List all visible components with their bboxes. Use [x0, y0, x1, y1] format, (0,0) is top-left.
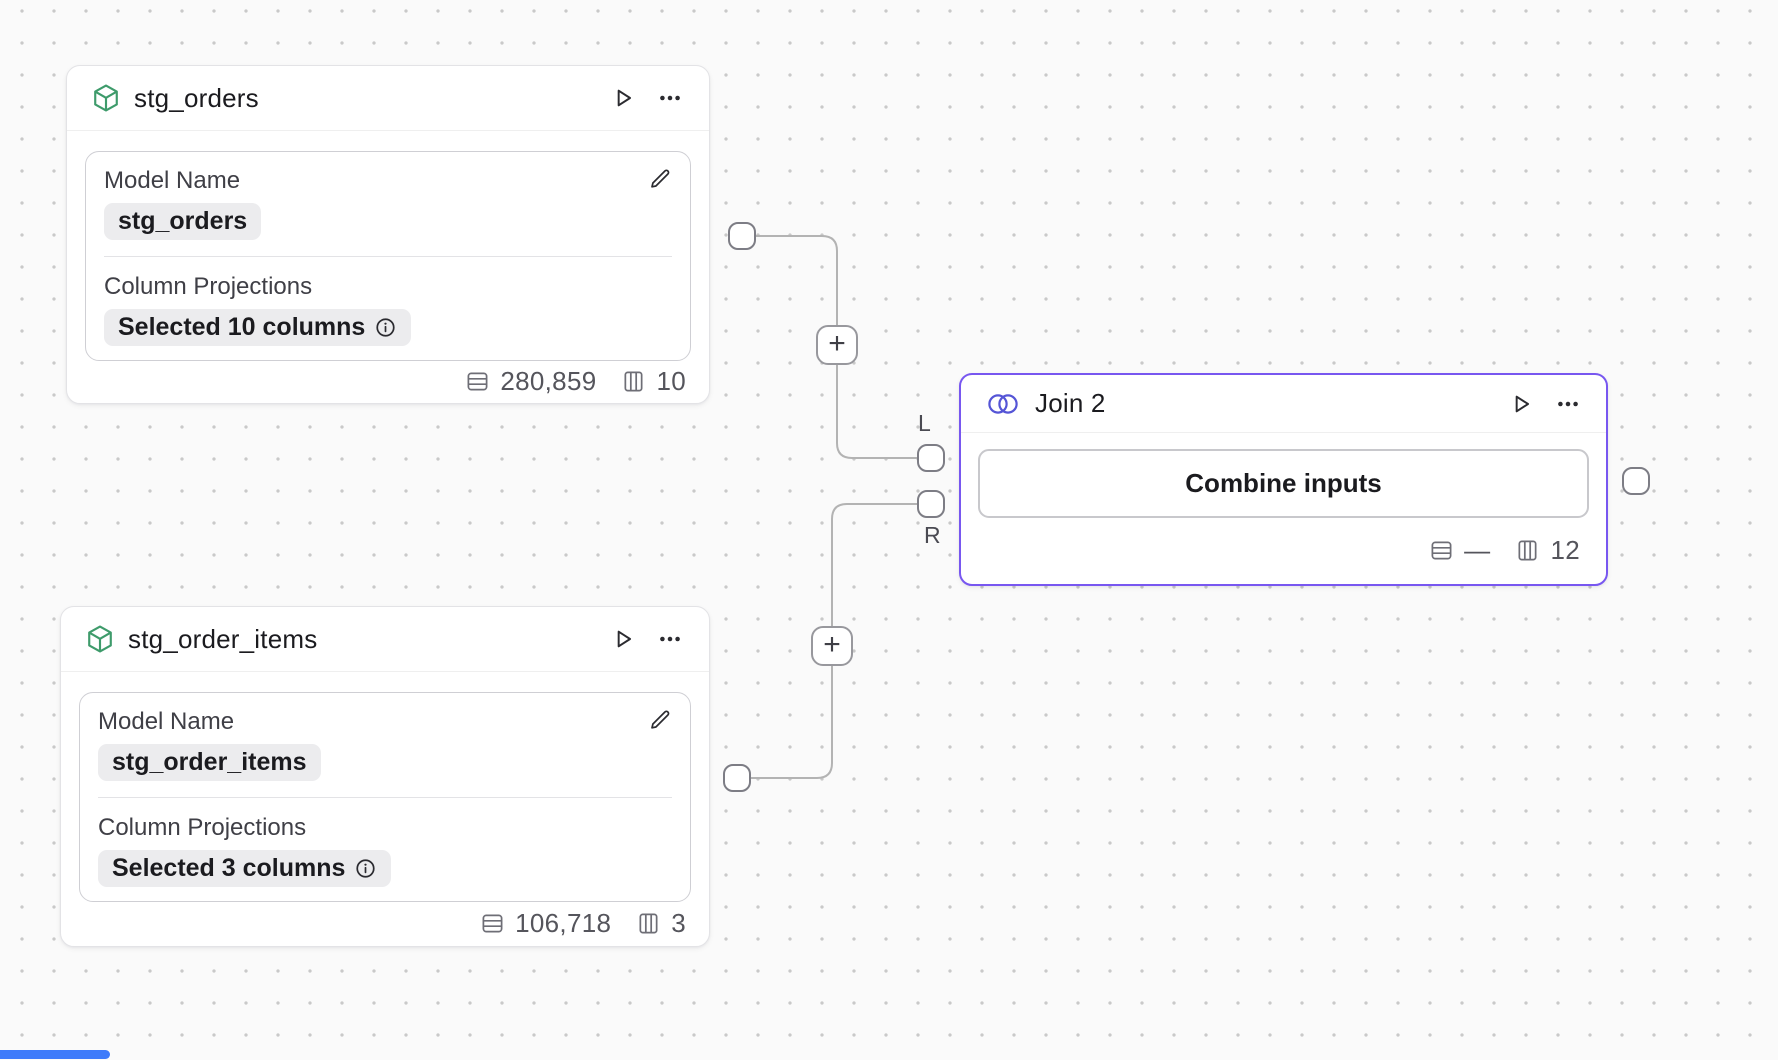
port-join-left-input[interactable] — [917, 444, 945, 472]
model-cube-icon — [93, 84, 119, 112]
node-title: Join 2 — [1035, 388, 1106, 418]
node-title: stg_orders — [134, 82, 259, 113]
column-count: 12 — [1550, 534, 1580, 565]
run-node-button[interactable] — [610, 85, 636, 111]
row-count-icon — [466, 370, 489, 393]
run-node-button[interactable] — [1508, 391, 1534, 417]
node-join-2[interactable]: Join 2 Combine inputs — [959, 373, 1608, 586]
edit-pencil-icon[interactable] — [648, 166, 672, 190]
port-join-output[interactable] — [1622, 467, 1650, 495]
node-footer: 280,859 10 — [67, 361, 709, 403]
node-config-panel: Model Name stg_orders Column Projections… — [85, 151, 691, 361]
column-projections-chip[interactable]: Selected 3 columns — [98, 850, 392, 887]
port-stg-orders-output[interactable] — [728, 222, 756, 250]
port-join-right-input[interactable] — [917, 490, 945, 518]
model-name-chip: stg_orders — [104, 203, 262, 240]
column-count: 3 — [671, 907, 686, 938]
row-count: — — [1464, 534, 1491, 565]
more-options-button[interactable] — [657, 85, 683, 111]
column-projections-label: Column Projections — [104, 273, 313, 300]
column-count: 10 — [656, 365, 686, 396]
column-projections-chip[interactable]: Selected 10 columns — [104, 309, 412, 346]
row-count: 280,859 — [500, 365, 597, 396]
node-footer: 106,718 3 — [61, 902, 709, 946]
model-name-chip: stg_order_items — [98, 744, 321, 781]
row-count-icon — [481, 912, 504, 935]
node-header: Join 2 — [961, 375, 1606, 433]
row-count-icon — [1430, 539, 1453, 562]
column-count-icon — [637, 912, 660, 935]
edge-add-node-button-bottom[interactable]: + — [811, 626, 853, 666]
column-count-icon — [1516, 539, 1539, 562]
info-icon[interactable] — [354, 857, 377, 880]
more-options-button[interactable] — [1555, 391, 1581, 417]
edit-pencil-icon[interactable] — [648, 707, 672, 731]
model-name-label: Model Name — [98, 708, 235, 735]
node-header: stg_orders — [67, 66, 709, 131]
horizontal-scrollbar-thumb[interactable] — [0, 1050, 110, 1059]
port-stg-order-items-output[interactable] — [723, 764, 751, 792]
combine-inputs-button[interactable]: Combine inputs — [978, 449, 1589, 518]
more-options-button[interactable] — [657, 626, 683, 652]
join-icon — [986, 391, 1020, 417]
field-divider — [98, 797, 672, 798]
column-count-icon — [622, 370, 645, 393]
run-node-button[interactable] — [610, 626, 636, 652]
node-title: stg_order_items — [128, 623, 318, 654]
join-left-input-label: L — [918, 410, 931, 436]
node-stg-order-items[interactable]: stg_order_items Model Name — [60, 606, 710, 947]
model-name-label: Model Name — [104, 167, 241, 194]
field-divider — [104, 256, 672, 257]
info-icon[interactable] — [374, 316, 397, 339]
node-footer: — 12 — [961, 518, 1606, 584]
join-right-input-label: R — [924, 522, 941, 548]
row-count: 106,718 — [515, 907, 612, 938]
node-header: stg_order_items — [61, 607, 709, 672]
node-config-panel: Model Name stg_order_items Column Projec… — [79, 692, 691, 902]
column-projections-label: Column Projections — [98, 814, 307, 841]
edge-add-node-button-top[interactable]: + — [816, 325, 858, 365]
node-stg-orders[interactable]: stg_orders Model Name — [66, 65, 710, 404]
model-cube-icon — [87, 625, 113, 653]
